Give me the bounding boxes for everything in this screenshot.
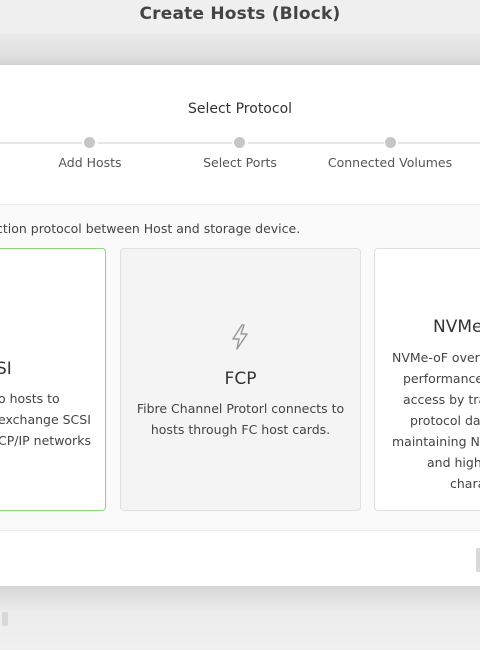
stepper-line — [398, 142, 480, 144]
step-dot-connected-volumes[interactable] — [385, 137, 396, 148]
divider — [0, 204, 480, 205]
iscsi-card-text-line: exchange SCSI — [0, 412, 91, 427]
nvme-card-text-line: protocol da — [410, 413, 480, 428]
protocol-card-nvme[interactable] — [374, 248, 480, 511]
step-dot-select-ports[interactable] — [234, 137, 245, 148]
fcp-card-title: FCP — [224, 369, 257, 389]
current-step-title: Select Protocol — [187, 101, 293, 117]
protocol-card-fcp[interactable] — [120, 248, 361, 511]
nvme-card-title: NVMe — [433, 317, 480, 337]
nvme-card-text-line: maintaining N — [392, 434, 480, 449]
footer-button[interactable] — [476, 548, 480, 572]
divider — [0, 530, 480, 531]
background-band — [0, 34, 480, 66]
nvme-card-text-line: chara — [450, 476, 480, 491]
step-dot-add-hosts[interactable] — [84, 137, 95, 148]
iscsi-card-text-line: o hosts to — [0, 391, 60, 406]
step-label-add-hosts: Add Hosts — [58, 155, 122, 170]
iscsi-card-title: SI — [0, 359, 12, 379]
fcp-card-text-line: hosts through FC host cards. — [150, 422, 331, 437]
stepper-line — [98, 142, 232, 144]
page-header: Create Hosts (Block) — [0, 0, 480, 34]
background-element — [2, 612, 8, 626]
step-label-select-ports: Select Ports — [203, 155, 277, 170]
nvme-card-text-line: NVMe-oF over — [392, 350, 480, 365]
step-label-connected-volumes: Connected Volumes — [327, 155, 453, 170]
nvme-card-text-line: access by tra — [403, 392, 480, 407]
protocol-description: ction protocol between Host and storage … — [0, 221, 301, 236]
lightning-icon — [232, 324, 248, 350]
background-band — [0, 586, 480, 650]
iscsi-card-text-line: CP/IP networks — [0, 433, 91, 448]
stepper-line — [248, 142, 384, 144]
nvme-card-text-line: and high — [427, 455, 480, 470]
nvme-card-text-line: performance — [403, 371, 480, 386]
fcp-card-text-line: Fibre Channel Protorl connects to — [136, 401, 345, 416]
stepper-line — [0, 142, 82, 144]
protocol-card-iscsi[interactable] — [0, 248, 106, 511]
page-title: Create Hosts (Block) — [139, 4, 341, 24]
